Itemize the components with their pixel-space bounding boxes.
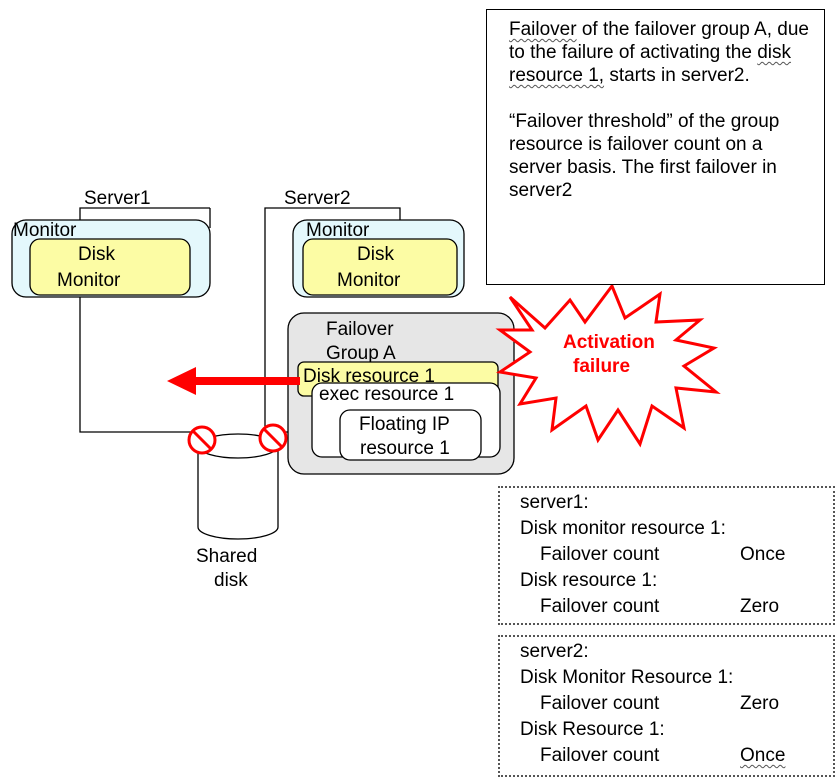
shared-disk-icon: [197, 433, 279, 540]
server2-counts-panel: server2: Disk Monitor Resource 1: Failov…: [498, 635, 835, 777]
prohibited-icon: [258, 423, 288, 453]
server2-disk-monitor-line2: Monitor: [337, 270, 401, 291]
server1-monitor-label: Disk monitor resource 1:: [520, 518, 726, 539]
server2-monitor-label: Monitor: [306, 220, 370, 241]
count-key: Failover count: [540, 745, 660, 766]
shared-disk-label-line2: disk: [214, 570, 248, 591]
server2-resource-label: Disk Resource 1:: [520, 719, 665, 740]
note-paragraph-1: Failover of the failover group A, due to…: [509, 18, 814, 87]
burst-icon: [495, 282, 721, 448]
count-value: Zero: [740, 693, 780, 714]
server1-disk-monitor-line2: Monitor: [57, 270, 121, 291]
shared-disk-label-line1: Shared: [196, 546, 258, 567]
server1-disk-monitor-line1: Disk: [78, 244, 115, 265]
server1-label: Server1: [84, 188, 151, 209]
server2-counts-header: server2:: [520, 641, 589, 662]
count-value: Once: [740, 745, 786, 766]
note-paragraph-2: “Failover threshold” of the group resour…: [509, 111, 780, 201]
note-underlined-word: Failover: [509, 19, 577, 40]
server2-monitor-label: Disk Monitor Resource 1:: [520, 667, 734, 688]
failover-arrow-icon: [167, 367, 300, 395]
burst-label-line2: failure: [573, 356, 631, 377]
server1-counts-header: server1:: [520, 492, 589, 513]
note-text-1: of the failover group A, due to the fail…: [509, 19, 809, 63]
server1-disk-monitor-box: [29, 238, 191, 296]
server2-disk-monitor-line1: Disk: [357, 244, 394, 265]
server1-monitor-label: Monitor: [13, 220, 77, 241]
failover-group-label-line2: Group A: [326, 343, 396, 362]
disk-resource-label: Disk resource 1: [303, 366, 435, 387]
floating-ip-box: [339, 409, 482, 461]
count-value: Zero: [740, 596, 780, 617]
prohibited-icon: [187, 425, 217, 455]
server1-link-line: [79, 207, 210, 433]
failover-group-label-line1: Failover: [326, 319, 394, 340]
server2-disk-monitor-box: [302, 238, 458, 296]
exec-resource-label: exec resource 1: [319, 384, 455, 405]
server1-monitor-count-row: Failover count Once: [520, 542, 833, 568]
note-underlined-phrase: disk resource 1,: [509, 42, 792, 86]
floating-ip-label-line1: Floating IP: [359, 414, 450, 435]
server2-monitor-count-row: Failover count Zero: [520, 691, 833, 717]
server2-resource-count-row: Failover count Once: [520, 743, 833, 769]
server1-counts-panel: server1: Disk monitor resource 1: Failov…: [498, 486, 835, 625]
note-text-2: starts in server2.: [604, 65, 750, 86]
count-key: Failover count: [540, 596, 660, 617]
server2-label: Server2: [284, 188, 351, 209]
burst-label-line1: Activation: [563, 332, 655, 353]
count-value: Once: [740, 544, 786, 565]
server1-resource-count-row: Failover count Zero: [520, 594, 833, 620]
explanation-note: Failover of the failover group A, due to…: [486, 9, 825, 285]
count-key: Failover count: [540, 693, 660, 714]
server1-resource-label: Disk resource 1:: [520, 570, 658, 591]
count-key: Failover count: [540, 544, 660, 565]
floating-ip-label-line2: resource 1: [360, 438, 450, 458]
